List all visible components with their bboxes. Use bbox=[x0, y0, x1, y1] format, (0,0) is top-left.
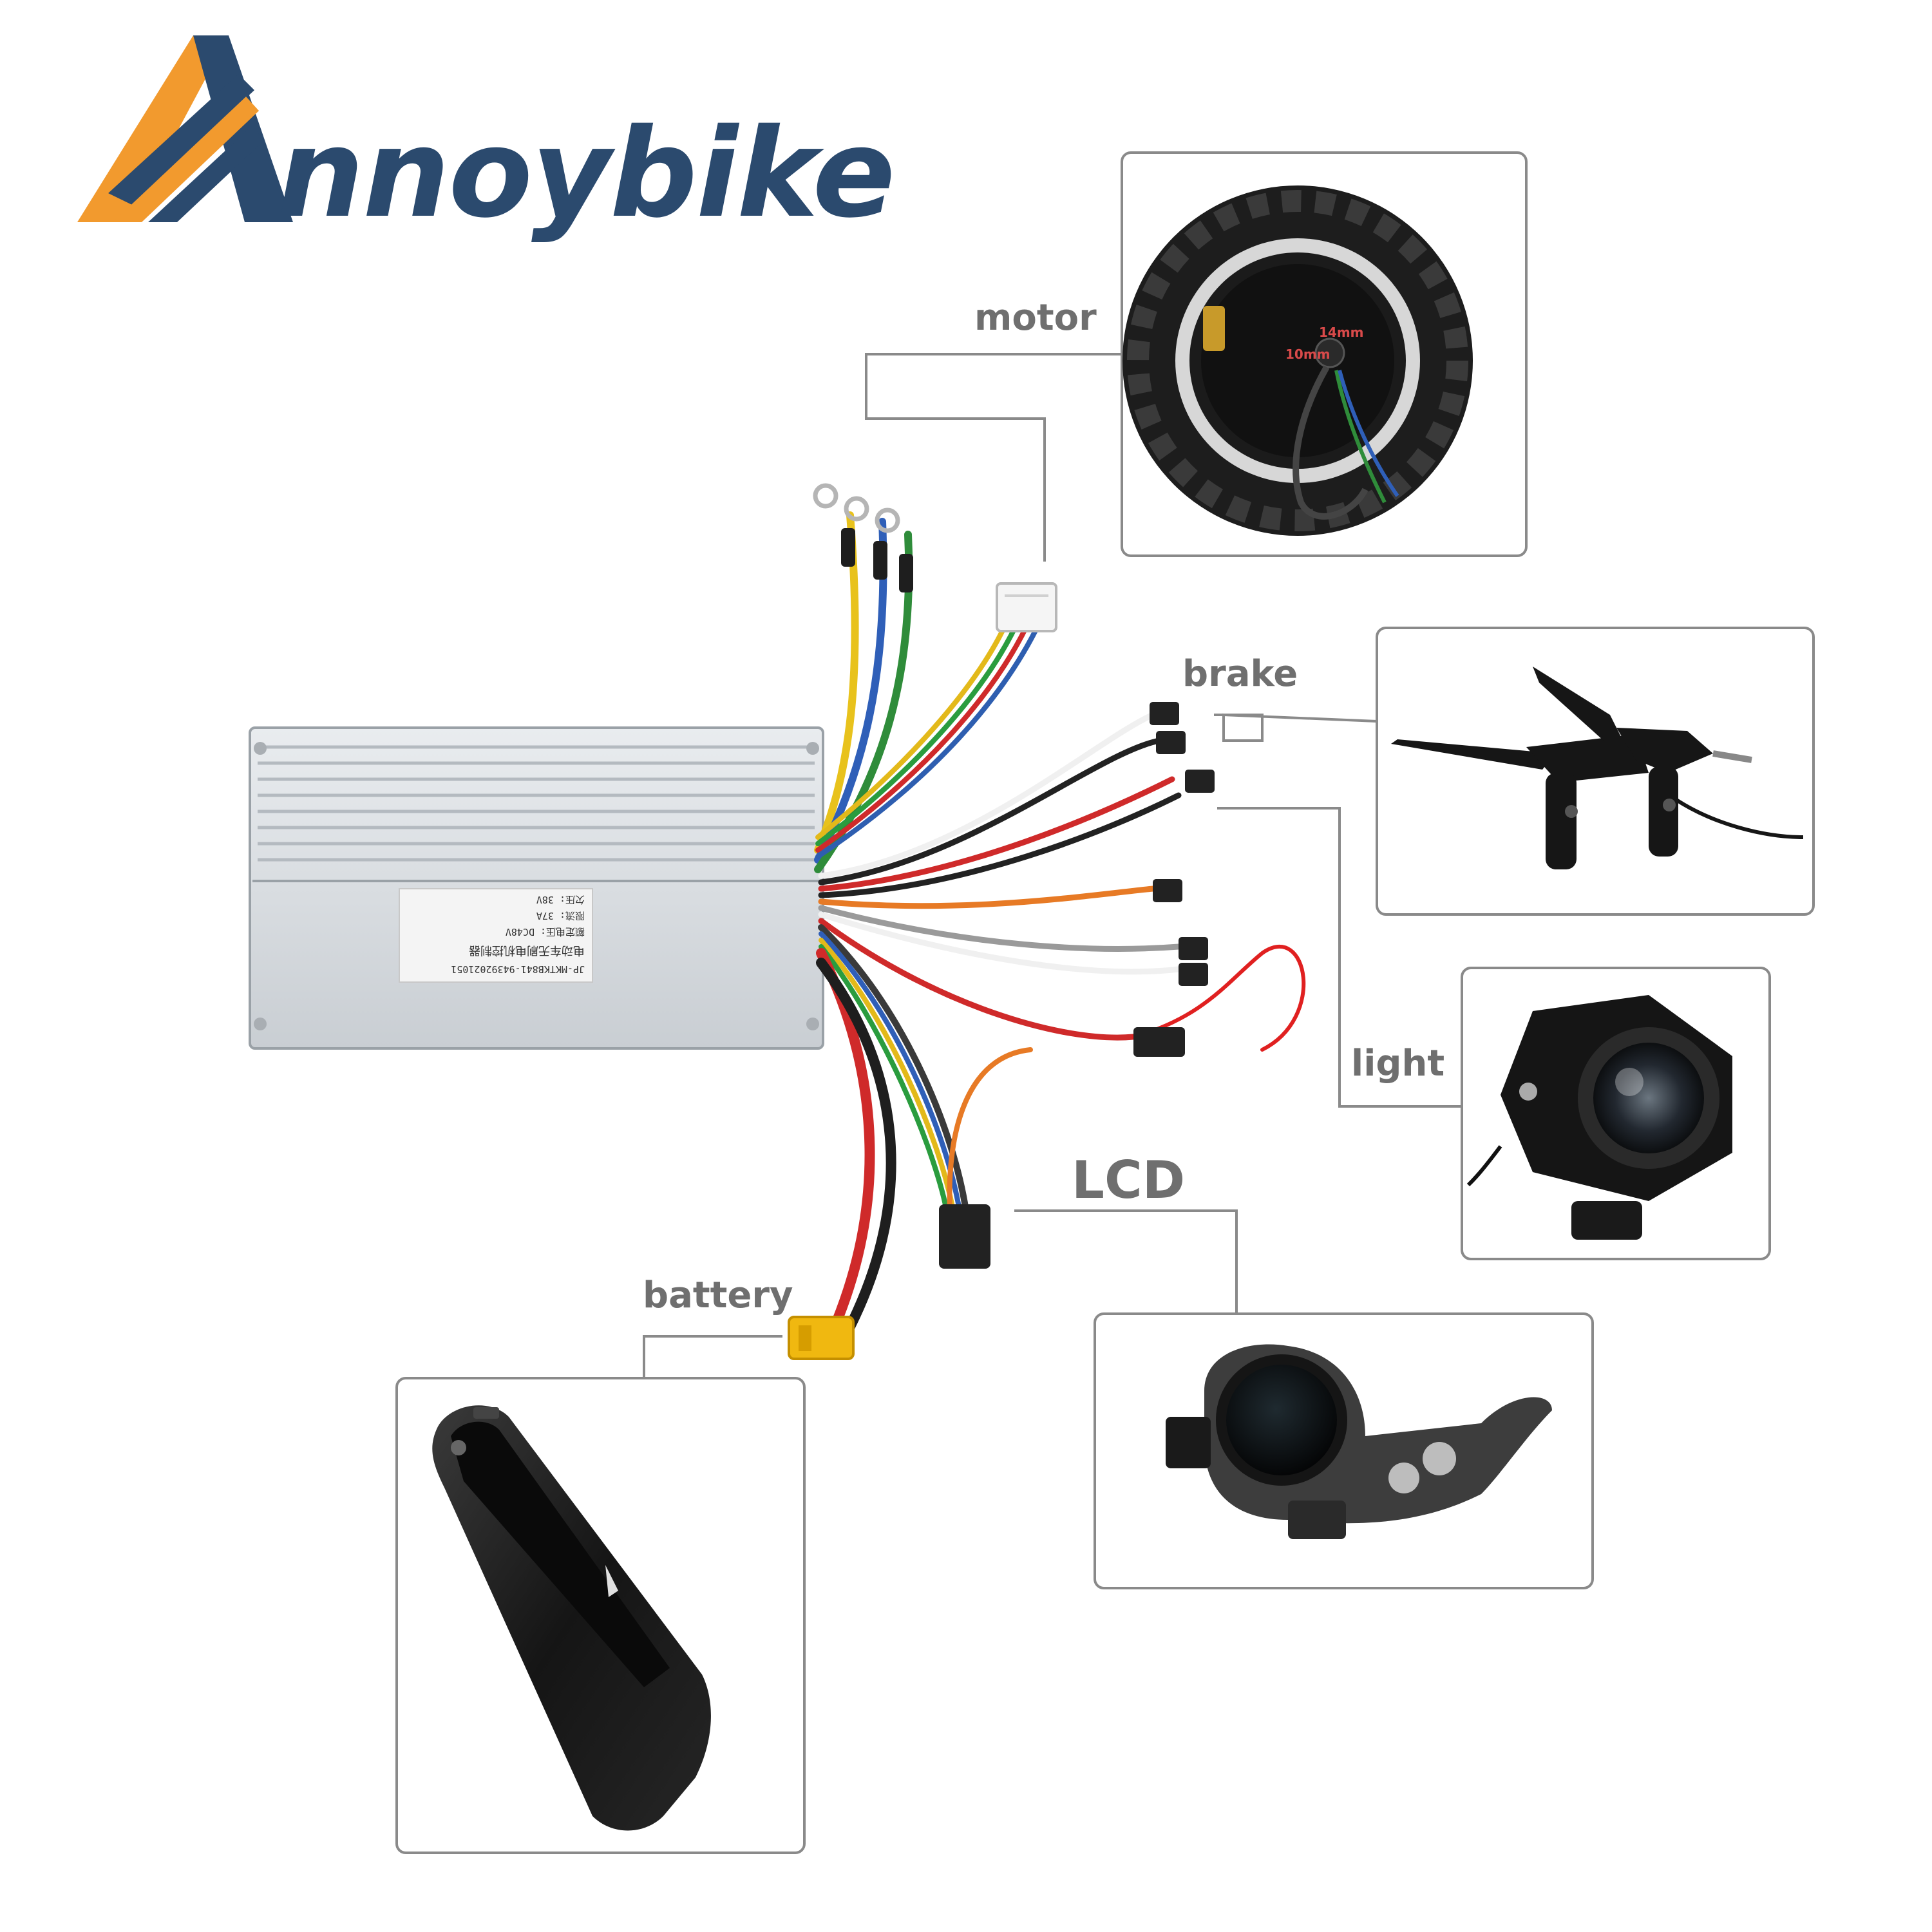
motor-panel: 14mm 10mm bbox=[1121, 151, 1528, 557]
brake-panel bbox=[1376, 627, 1815, 916]
lcd-connector-line bbox=[1014, 1209, 1238, 1314]
brand-name: nnoybike bbox=[277, 102, 895, 245]
brand-logo: nnoybike bbox=[77, 35, 896, 245]
hall-connector bbox=[996, 582, 1057, 632]
motor-wheel-image: 14mm 10mm bbox=[1122, 185, 1473, 536]
motor-label: motor bbox=[974, 297, 1097, 339]
connector-lines bbox=[643, 353, 1462, 1378]
controller-fins bbox=[258, 745, 815, 862]
lcd-panel bbox=[1094, 1312, 1594, 1589]
small-connectors bbox=[939, 702, 1215, 1269]
controller-screws bbox=[254, 742, 819, 1030]
motor-mark-14mm: 14mm bbox=[1319, 325, 1364, 340]
logo-a-mark bbox=[77, 35, 293, 222]
light-panel bbox=[1461, 967, 1771, 1260]
controller-sticker: JP-MKTKB841-94392021051 电动车无刷电机控制器 额定电压:… bbox=[399, 888, 593, 983]
brake-levers-image bbox=[1391, 667, 1804, 869]
light-label: light bbox=[1351, 1043, 1444, 1084]
light-connector-line bbox=[1217, 807, 1462, 1108]
phase-terminals bbox=[813, 483, 900, 533]
lcd-label: LCD bbox=[1072, 1150, 1185, 1210]
battery-pack-image bbox=[432, 1405, 711, 1831]
headlight-image bbox=[1466, 995, 1732, 1240]
phase-sleeves bbox=[841, 528, 913, 592]
battery-panel bbox=[395, 1377, 806, 1854]
sticker-code: JP-MKTKB841-94392021051 bbox=[451, 963, 585, 975]
wheel-icon bbox=[462, 147, 506, 191]
sticker-line-1: 电动车无刷电机控制器 bbox=[469, 943, 585, 957]
xt60-connector bbox=[788, 1316, 855, 1360]
controller: JP-MKTKB841-94392021051 电动车无刷电机控制器 额定电压:… bbox=[249, 726, 824, 1050]
brake-label: brake bbox=[1182, 653, 1298, 695]
motor-mark-10mm: 10mm bbox=[1285, 346, 1331, 362]
battery-connector-line bbox=[643, 1335, 782, 1378]
wire-harness bbox=[814, 511, 1306, 1332]
sticker-line-2: 额定电压: DC48V bbox=[506, 926, 585, 938]
sticker-line-3: 限流: 37A bbox=[536, 910, 585, 922]
battery-label: battery bbox=[643, 1274, 793, 1316]
sticker-line-4: 欠压: 38V bbox=[536, 894, 585, 905]
brake-connector-line bbox=[1214, 713, 1378, 742]
lcd-display-image bbox=[1166, 1344, 1552, 1539]
